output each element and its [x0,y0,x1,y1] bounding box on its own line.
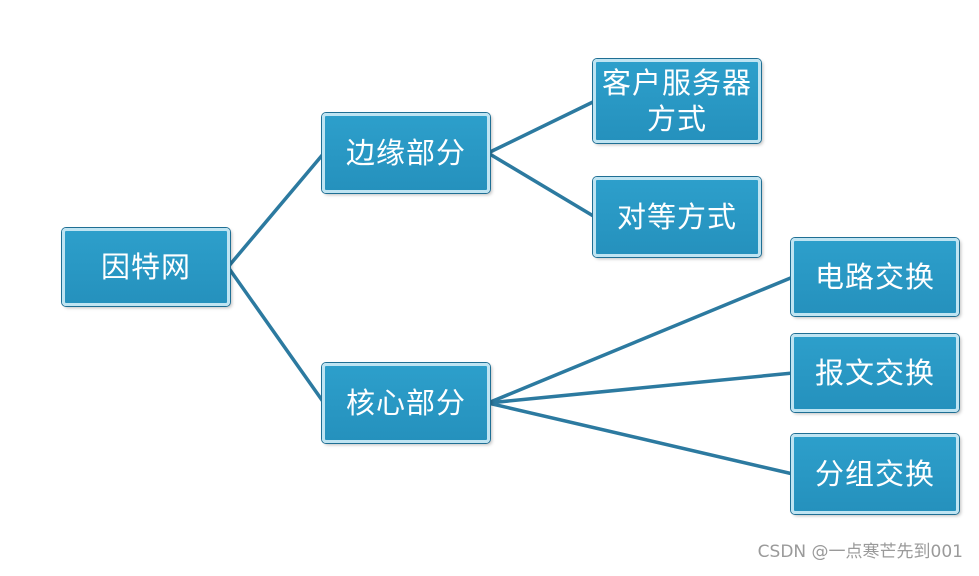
node-client-server: 客户服务器 方式 [593,59,761,143]
node-edge-part: 边缘部分 [322,113,490,193]
node-packet-switching: 分组交换 [791,434,959,514]
connector-root-to-edge_part [226,151,326,269]
connector-core_part-to-packet_switching [486,401,795,476]
node-core-part: 核心部分 [322,363,490,443]
node-peer-to-peer: 对等方式 [593,177,761,257]
connector-core_part-to-message_switching [486,371,795,405]
watermark-text: CSDN @一点寒芒先到001 [757,542,963,562]
connector-root-to-core_part [226,265,326,405]
connector-core_part-to-circuit_switching [486,275,795,405]
connector-edge_part-to-peer_to_peer [486,151,597,219]
connector-edge_part-to-client_server [486,99,597,155]
node-circuit-switching: 电路交换 [791,238,959,316]
node-message-switching: 报文交换 [791,334,959,412]
node-root-internet: 因特网 [62,228,230,306]
